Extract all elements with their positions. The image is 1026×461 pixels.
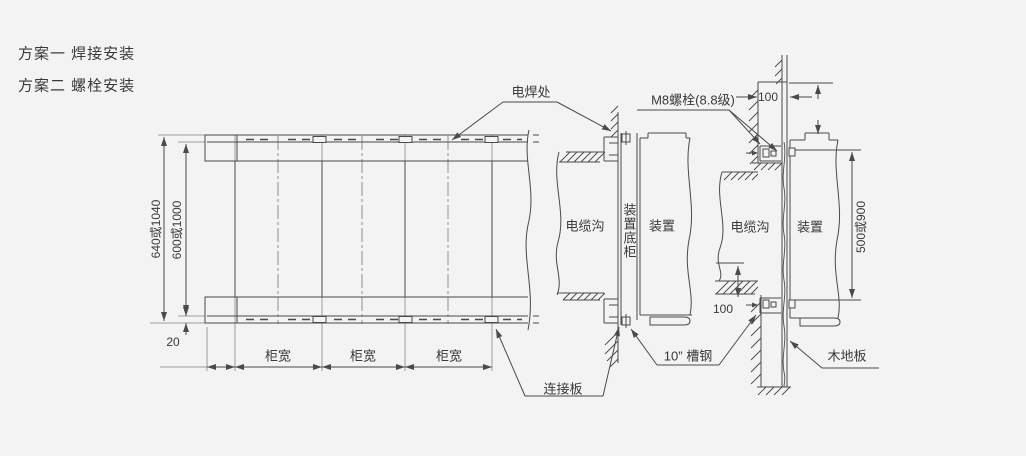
device-welded-label: 装置 — [648, 218, 676, 234]
device-base-cabinet-label: 装置底柜 — [621, 203, 637, 259]
weld-point-label: 电焊处 — [511, 84, 551, 100]
cabinet-width-label-2: 柜宽 — [349, 348, 377, 364]
m8-bolt-label: M8螺栓(8.8级) — [651, 92, 735, 108]
connection-plate-label: 连接板 — [543, 381, 583, 397]
cabinet-width-label-3: 柜宽 — [435, 348, 463, 364]
cable-trench-bolted-label: 电缆沟 — [730, 219, 770, 235]
wall-width-dim: 100 — [757, 90, 779, 104]
scheme-1-title: 方案一 焊接安装 — [18, 45, 136, 63]
cable-trench-welded-label: 电缆沟 — [565, 218, 605, 234]
scheme-2-title: 方案二 螺栓安装 — [18, 77, 136, 95]
cabinet-width-label-1: 柜宽 — [264, 348, 292, 364]
device-bolted-label: 装置 — [796, 219, 824, 235]
wood-floor-label: 木地板 — [827, 348, 867, 364]
bottom-strip — [0, 456, 1026, 461]
plan-edge-dim: 20 — [166, 335, 180, 349]
trench-depth-dim: 100 — [712, 302, 734, 316]
plan-inner-depth-dim: 600或1000 — [170, 200, 184, 260]
channel-steel-label: 10” 槽钢 — [663, 348, 713, 364]
plan-outer-depth-dim: 640或1040 — [149, 199, 163, 259]
device-height-dim: 500或900 — [854, 200, 868, 254]
